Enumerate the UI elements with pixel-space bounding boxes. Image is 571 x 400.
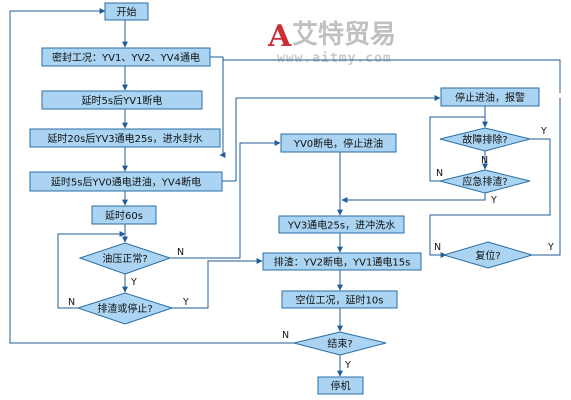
fault-yes-label: Y <box>540 126 547 137</box>
edge-emergency-yes <box>341 193 486 203</box>
watermark-title: 艾特贸易 <box>292 19 396 50</box>
watermark-url: www.aitmy.com <box>277 51 392 66</box>
slag-no-label: N <box>68 297 75 308</box>
edge-oil-no <box>170 140 281 259</box>
reset-no-label: N <box>434 242 441 253</box>
yv3-flush-node: YV3通电25s，进冲洗水 <box>278 215 405 234</box>
yv0-off-node: YV0断电，停止进油 <box>280 133 397 153</box>
emergency-no-label: N <box>436 168 443 179</box>
oil-pressure-label: 油压正常? <box>102 252 147 265</box>
stop-oil-alarm-label: 停止进油，报警 <box>455 91 525 104</box>
discharge-node: 排渣：YV2断电，YV1通电15s <box>262 252 422 271</box>
oil-no-label: N <box>177 247 184 258</box>
slag-or-stop-label: 排渣或停止? <box>97 302 152 315</box>
edge-slag-yes <box>170 258 263 309</box>
delay60-node: 延时60s <box>91 205 157 225</box>
edges <box>9 8 561 377</box>
idle-label: 空位工况，延时10s <box>296 294 384 307</box>
delay20-yv3-label: 延时20s后YV3通电25s，进水封水 <box>47 132 202 145</box>
watermark: A 艾特贸易 www.aitmy.com <box>267 19 396 66</box>
start-label: 开始 <box>117 6 137 19</box>
seal-label: 密封工况：YV1、YV2、YV4通电 <box>52 51 200 64</box>
reset-yes-label: Y <box>547 242 554 253</box>
stop-label: 停机 <box>331 380 351 393</box>
end-question-label: 结束? <box>327 337 352 350</box>
end-yes-label: Y <box>344 360 351 371</box>
fault-cleared-decision: 故障排除? <box>439 127 531 152</box>
delay5-yv1-label: 延时5s后YV1断电 <box>82 94 163 107</box>
edge-seal-alarm <box>210 56 226 158</box>
edge-slag-no-loop <box>57 231 126 309</box>
delay5-yv0-label: 延时5s后YV0通电进油，YV4断电 <box>51 176 201 189</box>
delay5-yv0-node: 延时5s后YV0通电进油，YV4断电 <box>29 171 223 192</box>
end-no-label: N <box>282 330 289 341</box>
fault-cleared-label: 故障排除? <box>462 133 507 146</box>
delay5-yv1-node: 延时5s后YV1断电 <box>41 90 203 110</box>
end-decision: 结束? <box>293 331 387 356</box>
delay60-label: 延时60s <box>105 210 143 222</box>
watermark-logo-icon: A <box>267 19 292 54</box>
start-node: 开始 <box>104 2 149 21</box>
reset-label: 复位? <box>475 249 500 262</box>
yv3-flush-label: YV3通电25s，进冲洗水 <box>287 219 395 232</box>
delay20-yv3-node: 延时20s后YV3通电25s，进水封水 <box>29 128 221 148</box>
edge-emergency-no <box>429 116 485 182</box>
branch-labels: N Y N Y N Y Y N N Y N Y <box>68 126 554 371</box>
stop-node: 停机 <box>317 376 364 395</box>
emergency-yes-label: Y <box>490 195 497 206</box>
edge-reset-yes <box>530 98 561 256</box>
slag-or-stop-decision: 排渣或停止? <box>76 292 174 325</box>
emergency-label: 应急排渣? <box>462 175 507 188</box>
fault-no-label: N <box>481 155 488 166</box>
edge-fault-yes <box>429 138 551 258</box>
emergency-decision: 应急排渣? <box>439 169 531 194</box>
seal-node: 密封工况：YV1、YV2、YV4通电 <box>41 47 211 67</box>
stop-oil-alarm-node: 停止进油，报警 <box>440 87 540 107</box>
idle-node: 空位工况，延时10s <box>281 290 398 309</box>
edge-end-no <box>9 8 294 344</box>
discharge-label: 排渣：YV2断电，YV1通电15s <box>274 256 411 269</box>
slag-yes-label: Y <box>182 297 189 308</box>
oil-pressure-decision: 油压正常? <box>78 242 172 275</box>
oil-yes-label: Y <box>130 277 137 288</box>
yv0-off-label: YV0断电，停止进油 <box>293 137 383 150</box>
edge-top-to-alarm <box>222 59 561 93</box>
reset-decision: 复位? <box>442 241 534 269</box>
